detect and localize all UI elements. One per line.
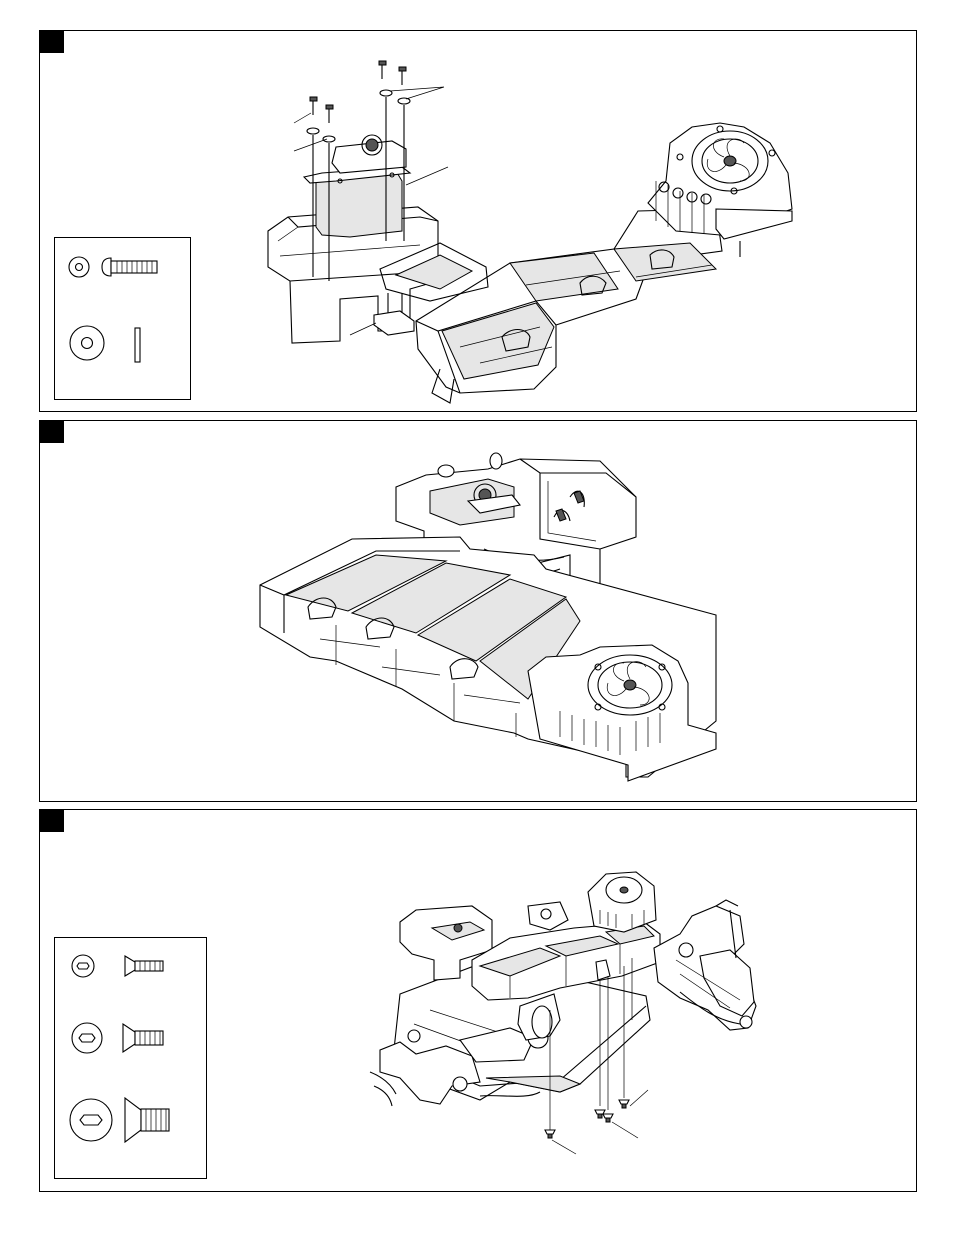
step-panel-1 [39,30,917,412]
step-panel-2 [39,420,917,802]
step-2-assembly-diagram [40,421,918,803]
step-panel-3 [39,809,917,1192]
rear-suspension [654,900,756,1030]
step-3-assembly-diagram [40,810,918,1193]
step-1-assembly-diagram [40,31,918,413]
speed-controller [588,872,656,932]
servo [304,135,410,237]
